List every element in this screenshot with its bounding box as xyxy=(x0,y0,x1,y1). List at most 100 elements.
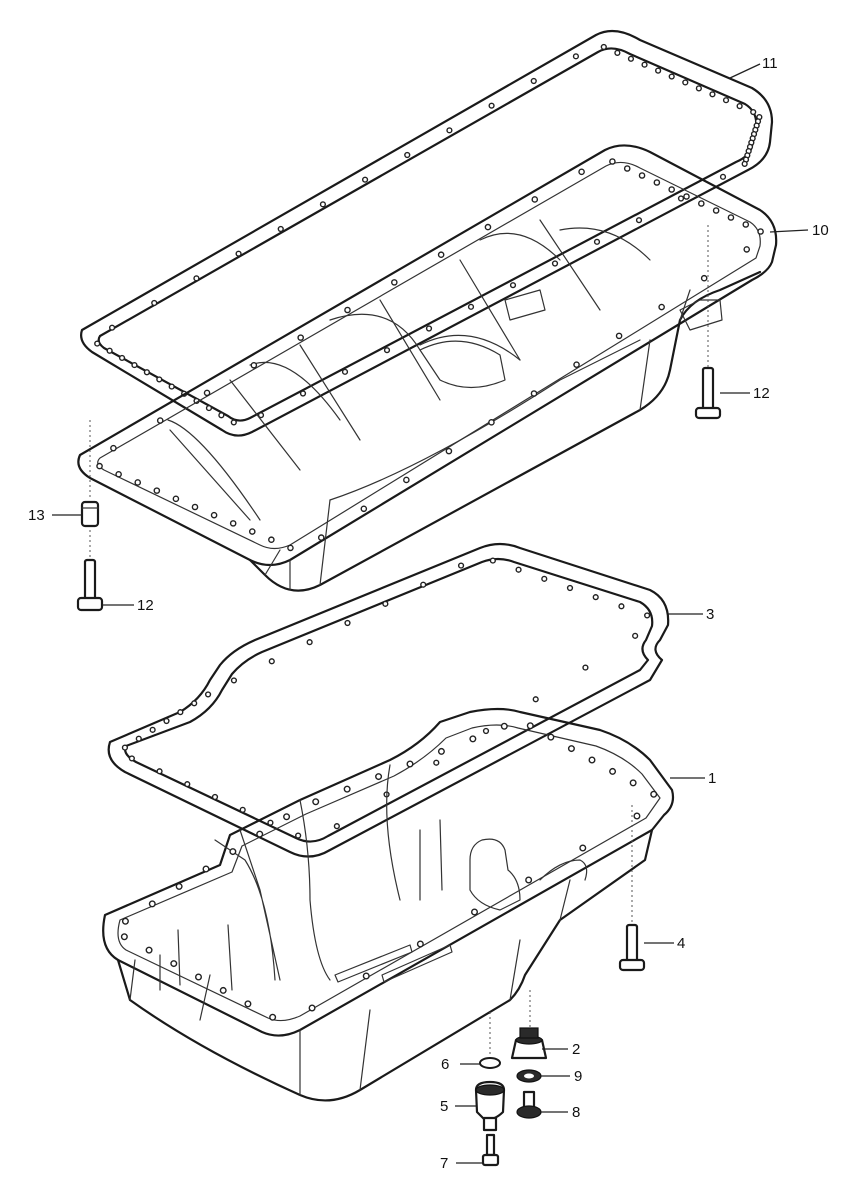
callout-8: 8 xyxy=(572,1104,580,1121)
flange-bolt-hole xyxy=(317,534,325,541)
assembly-axis-lines xyxy=(89,225,709,1055)
flange-bolt-hole xyxy=(362,972,370,980)
flange-bolt-hole xyxy=(525,876,533,884)
flange-bolt-hole xyxy=(471,908,479,916)
plug-5 xyxy=(474,1080,506,1132)
flange-bolt-hole xyxy=(218,412,225,419)
flange-bolt-hole xyxy=(484,223,492,231)
flange-bolt-hole xyxy=(658,303,665,311)
flange-bolt-hole xyxy=(148,900,156,908)
flange-bolt-hole xyxy=(277,225,284,233)
flange-bolt-hole xyxy=(110,444,117,452)
lower-oil-pan xyxy=(102,707,675,1102)
flange-bolt-hole xyxy=(551,260,559,267)
callout-4: 4 xyxy=(677,935,685,952)
flange-bolt-hole xyxy=(287,544,294,552)
flange-bolt-hole xyxy=(256,830,264,838)
flange-bolt-hole xyxy=(120,933,128,941)
flange-bolt-hole xyxy=(615,332,623,340)
flange-bolt-hole xyxy=(375,773,383,781)
flange-bolt-hole xyxy=(582,664,589,671)
callout-12-left: 12 xyxy=(137,597,154,614)
flange-bolt-hole xyxy=(695,85,702,92)
flange-bolt-hole xyxy=(742,221,750,228)
flange-bolt-hole xyxy=(230,419,237,426)
flange-bolt-hole xyxy=(712,207,720,214)
flange-bolt-hole xyxy=(750,108,757,116)
flange-bolt-hole xyxy=(383,347,391,354)
flange-bolt-hole xyxy=(134,479,142,486)
flange-bolt-hole xyxy=(406,760,414,768)
flange-bolt-hole xyxy=(420,581,427,588)
flange-bolt-hole xyxy=(235,250,242,257)
flange-bolt-hole xyxy=(135,735,142,742)
flange-bolt-hole xyxy=(204,691,212,698)
callout-13: 13 xyxy=(28,507,45,524)
flange-bolt-hole xyxy=(382,600,389,607)
washer-9 xyxy=(516,1069,542,1083)
flange-bolt-hole xyxy=(248,528,256,535)
flange-bolt-hole xyxy=(156,768,163,775)
flange-bolt-hole xyxy=(403,476,410,484)
flange-bolt-hole xyxy=(267,819,274,826)
flange-bolt-hole xyxy=(541,575,548,582)
flange-bolt-hole xyxy=(163,717,170,725)
flange-bolt-hole xyxy=(250,361,258,369)
flange-bolt-hole xyxy=(682,79,689,86)
flange-bolt-hole xyxy=(175,882,183,890)
flange-bolt-hole xyxy=(437,747,445,755)
flange-bolt-hole xyxy=(457,562,465,569)
flange-bolt-hole xyxy=(131,361,138,369)
flange-bolt-hole xyxy=(416,940,424,948)
callout-1: 1 xyxy=(708,770,716,787)
flange-bolt-hole xyxy=(668,186,675,193)
flange-bolt-hole xyxy=(668,73,675,80)
bolt-12-left xyxy=(76,558,104,612)
callout-9: 9 xyxy=(574,1068,582,1085)
flange-bolt-hole xyxy=(306,639,313,646)
flange-bolt-hole xyxy=(203,389,211,397)
flange-bolt-hole xyxy=(593,238,601,245)
flange-bolt-hole xyxy=(96,462,103,470)
flange-bolt-hole xyxy=(205,404,213,412)
flange-bolt-hole xyxy=(566,584,574,592)
flange-bolt-hole xyxy=(736,103,743,110)
flange-bolt-hole xyxy=(632,632,639,639)
flange-bolt-hole xyxy=(151,299,158,307)
callout-7: 7 xyxy=(440,1155,448,1172)
lower-gasket xyxy=(107,542,670,858)
flange-bolt-hole xyxy=(623,165,631,172)
flange-bolt-hole xyxy=(433,759,440,766)
flange-bolt-hole xyxy=(170,960,178,968)
bolt-12-right xyxy=(694,366,722,420)
flange-bolt-hole xyxy=(709,91,716,98)
flange-bolt-hole xyxy=(489,557,496,564)
flange-bolt-hole xyxy=(700,274,708,282)
flange-bolt-hole xyxy=(156,376,163,383)
flange-bolt-hole xyxy=(194,973,202,981)
flange-bolt-hole xyxy=(297,334,304,341)
flange-bolt-hole xyxy=(572,53,580,60)
flange-bolt-hole xyxy=(446,127,453,134)
callout-10: 10 xyxy=(812,222,829,239)
flange-bolt-hole xyxy=(655,67,662,74)
flange-bolt-hole xyxy=(741,160,748,167)
flange-bolt-hole xyxy=(509,282,517,289)
flange-bolt-hole xyxy=(677,195,685,202)
flange-bolt-hole xyxy=(500,722,508,730)
flange-bolt-hole xyxy=(618,603,625,610)
flange-bolt-hole xyxy=(425,325,433,332)
flange-bolt-hole xyxy=(230,677,238,684)
flange-bolt-hole xyxy=(722,97,730,104)
upper-gasket xyxy=(80,29,774,437)
flange-bolt-hole xyxy=(644,612,651,619)
flange-bolt-hole xyxy=(609,767,617,775)
flange-bolt-hole xyxy=(211,793,219,801)
callout-11: 11 xyxy=(762,55,778,72)
flange-bolt-hole xyxy=(202,865,210,873)
leader-lines xyxy=(52,63,809,1164)
flange-bolt-hole xyxy=(149,726,156,733)
flange-bolt-hole xyxy=(530,77,537,85)
flange-bolt-hole xyxy=(193,275,200,282)
